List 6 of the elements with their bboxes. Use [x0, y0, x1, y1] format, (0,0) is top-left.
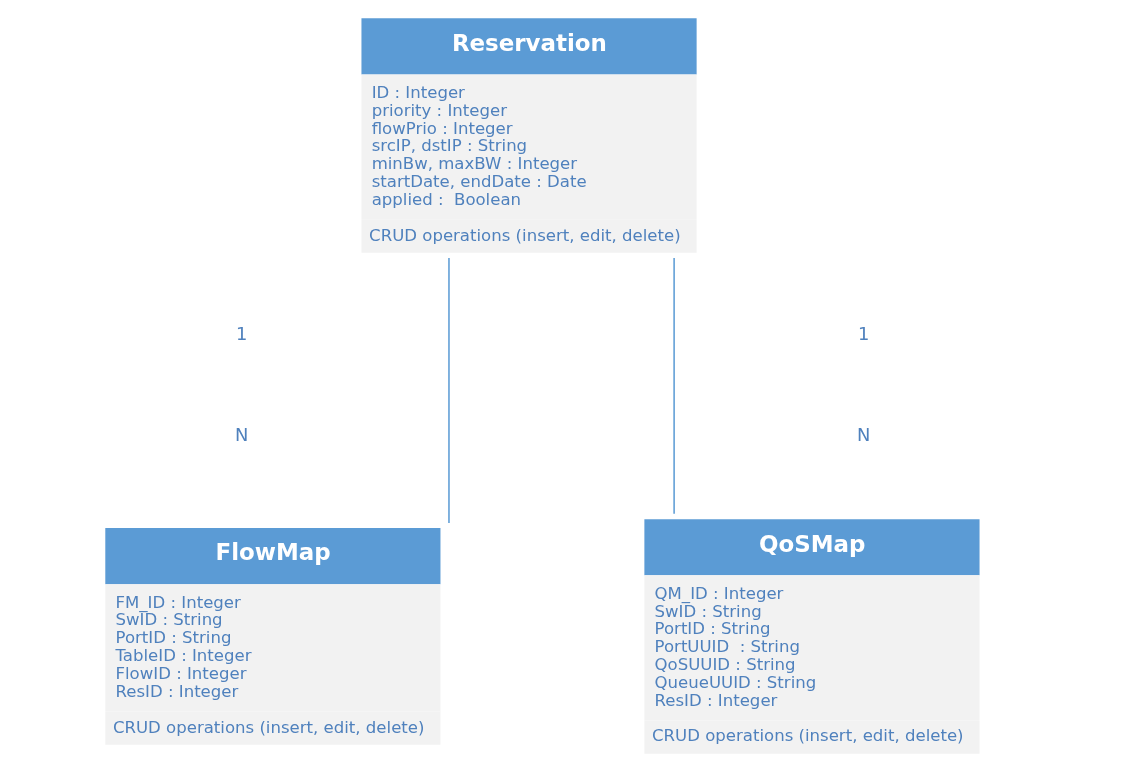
label: N	[856, 424, 870, 446]
connector	[447, 257, 450, 524]
label: 1	[857, 323, 869, 345]
label: N	[234, 424, 248, 446]
connector	[672, 257, 675, 515]
label: 1	[235, 323, 247, 345]
